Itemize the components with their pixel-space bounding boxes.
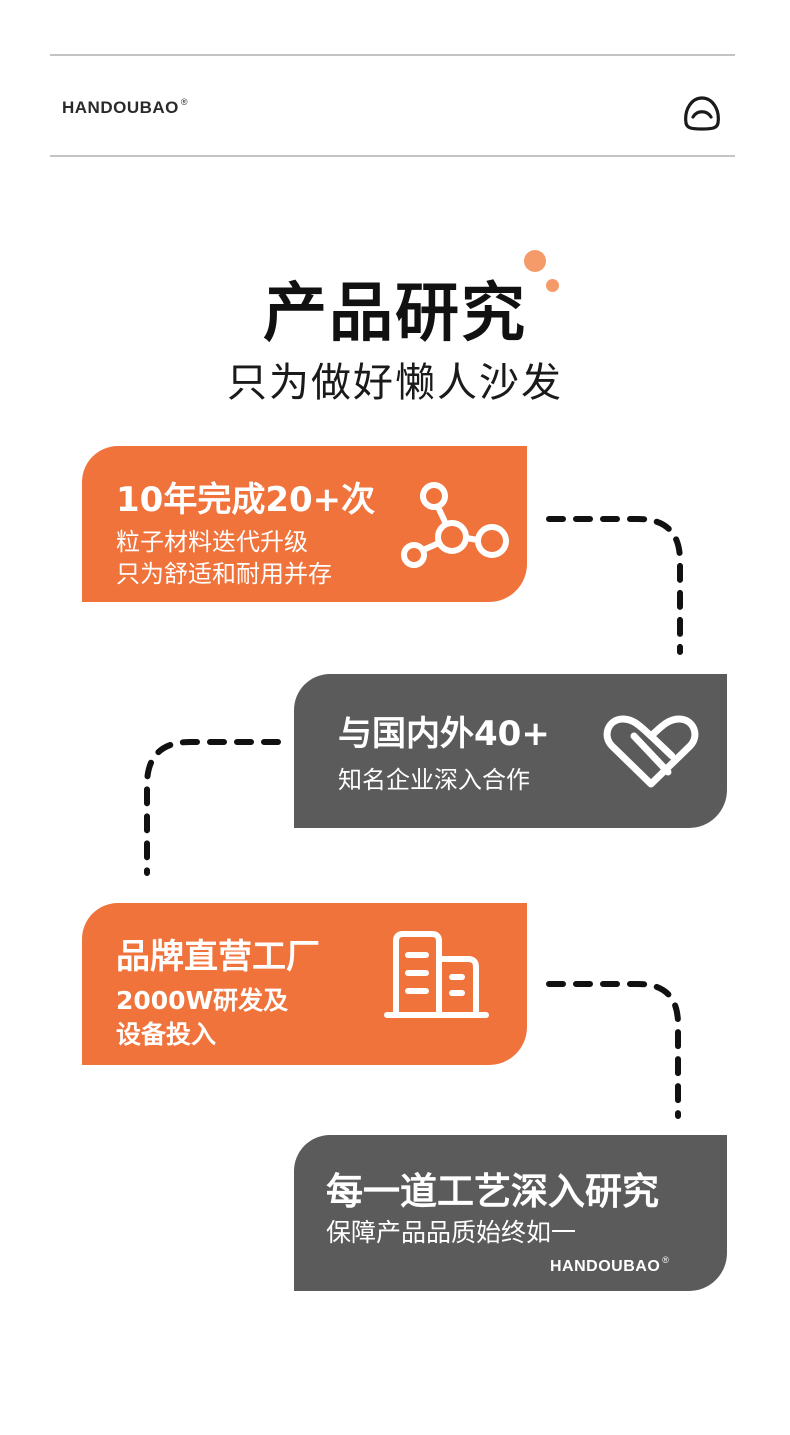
card-heading: 10年完成20+次 <box>116 480 376 520</box>
molecule-icon <box>401 482 509 568</box>
card-line: 设备投入 <box>116 1020 217 1049</box>
page-subtitle: 只为做好懒人沙发 <box>227 360 563 406</box>
feature-card-material-research: 10年完成20+次 粒子材料迭代升级 只为舒适和耐用并存 <box>82 446 527 602</box>
handshake-heart-icon <box>603 715 699 788</box>
card-line: 保障产品品质始终如一 <box>326 1218 577 1247</box>
card-heading: 品牌直营工厂 <box>116 937 320 977</box>
card-line: 只为舒适和耐用并存 <box>116 560 332 588</box>
brand-logo-text: HANDOUBAO® <box>62 97 189 117</box>
card-line: 知名企业深入合作 <box>338 766 530 794</box>
smile-mascot-icon <box>684 96 720 131</box>
page-title: 产品研究 <box>263 277 527 351</box>
card-line: 粒子材料迭代升级 <box>116 528 308 556</box>
card-heading: 与国内外40+ <box>338 714 550 754</box>
feature-card-factory: 品牌直营工厂 2000W研发及 设备投入 <box>82 903 527 1065</box>
feature-card-partnership: 与国内外40+ 知名企业深入合作 <box>294 674 727 828</box>
factory-building-icon <box>384 931 489 1018</box>
card-line: 2000W研发及 <box>116 986 289 1015</box>
card-brand-text: HANDOUBAO® <box>550 1255 670 1275</box>
decor-dot-small <box>546 279 559 292</box>
feature-card-craftsmanship: 每一道工艺深入研究 保障产品品质始终如一 HANDOUBAO® <box>294 1135 727 1291</box>
card-heading: 每一道工艺深入研究 <box>326 1170 659 1213</box>
decor-dot-large <box>524 250 546 272</box>
header-top-divider <box>50 54 735 56</box>
header-bottom-divider <box>50 155 735 157</box>
